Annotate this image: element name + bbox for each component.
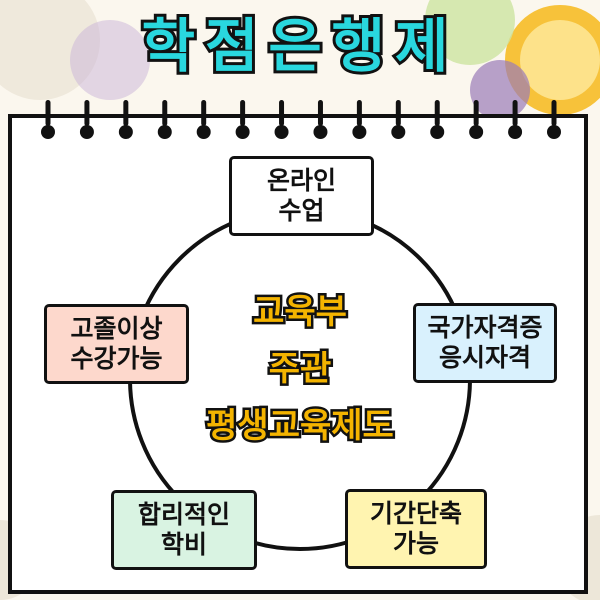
binding-ring [508, 100, 523, 139]
center-line-3: 평생교육제도 [206, 406, 394, 446]
node-line: 국가자격증 [427, 313, 543, 342]
node-line: 수강가능 [70, 344, 163, 373]
node-line: 합리적인 [137, 500, 230, 529]
node-line: 응시자격 [438, 343, 531, 372]
title-text: 학점은행제 [142, 12, 459, 80]
binding-ring [469, 100, 484, 139]
node-period-shortening: 기간단축 가능 [345, 489, 487, 569]
binding-ring [235, 100, 250, 139]
notepad-rings [41, 100, 561, 139]
binding-ring [196, 100, 211, 139]
node-national-certificate: 국가자격증 응시자격 [413, 303, 557, 383]
node-highschool-grad: 고졸이상 수강가능 [44, 304, 189, 384]
node-line: 고졸이상 [70, 314, 163, 343]
binding-ring [118, 100, 133, 139]
page-title: 학점은행제 [0, 4, 600, 94]
binding-ring [547, 100, 561, 139]
binding-ring [352, 100, 367, 139]
center-line-1: 교육부 [253, 292, 347, 332]
binding-ring [79, 100, 94, 139]
binding-ring [157, 100, 172, 139]
binding-ring [391, 100, 406, 139]
binding-ring [430, 100, 445, 139]
node-online-class: 온라인 수업 [229, 156, 374, 236]
node-line: 기간단축 [369, 499, 462, 528]
node-line: 온라인 [266, 166, 336, 195]
node-reasonable-tuition: 합리적인 학비 [111, 490, 257, 570]
node-line: 수업 [278, 196, 325, 225]
node-line: 학비 [160, 530, 207, 559]
binding-ring [41, 100, 55, 139]
center-label: 교육부 주관 평생교육제도 [150, 285, 450, 455]
binding-ring [274, 100, 289, 139]
binding-ring [313, 100, 328, 139]
center-line-2: 주관 [269, 349, 332, 389]
node-line: 가능 [392, 529, 439, 558]
